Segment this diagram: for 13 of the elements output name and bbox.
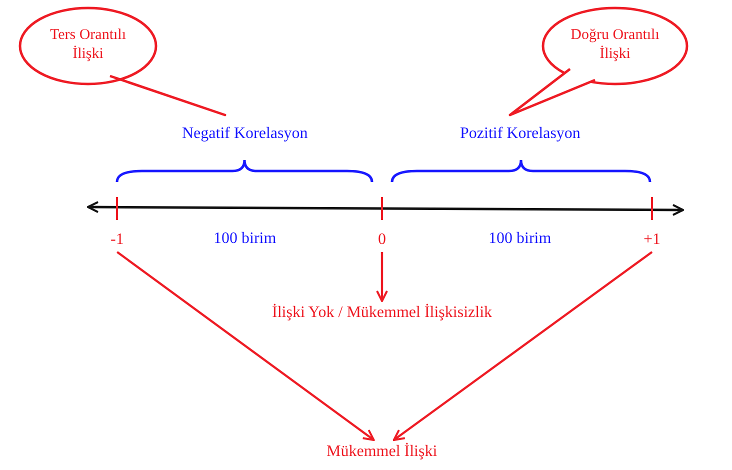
arrow	[116, 251, 375, 441]
axis-label: Negatif Korelasyon	[182, 124, 308, 144]
speech-bubble: Ters Orantılı İlişki	[18, 4, 233, 120]
axis-label: Pozitif Korelasyon	[460, 124, 580, 144]
arrow	[376, 252, 388, 302]
outcome-label: İlişki Yok / Mükemmel İlişkisizlik	[272, 303, 492, 323]
tick-label: 0	[378, 230, 386, 250]
unit-label: 100 birim	[488, 230, 552, 248]
arrow	[392, 251, 653, 441]
unit-label: 100 birim	[214, 230, 276, 248]
tick-label: +1	[644, 230, 661, 250]
outcome-label: Mükemmel İlişki	[326, 442, 438, 462]
tick-label: -1	[110, 230, 124, 250]
